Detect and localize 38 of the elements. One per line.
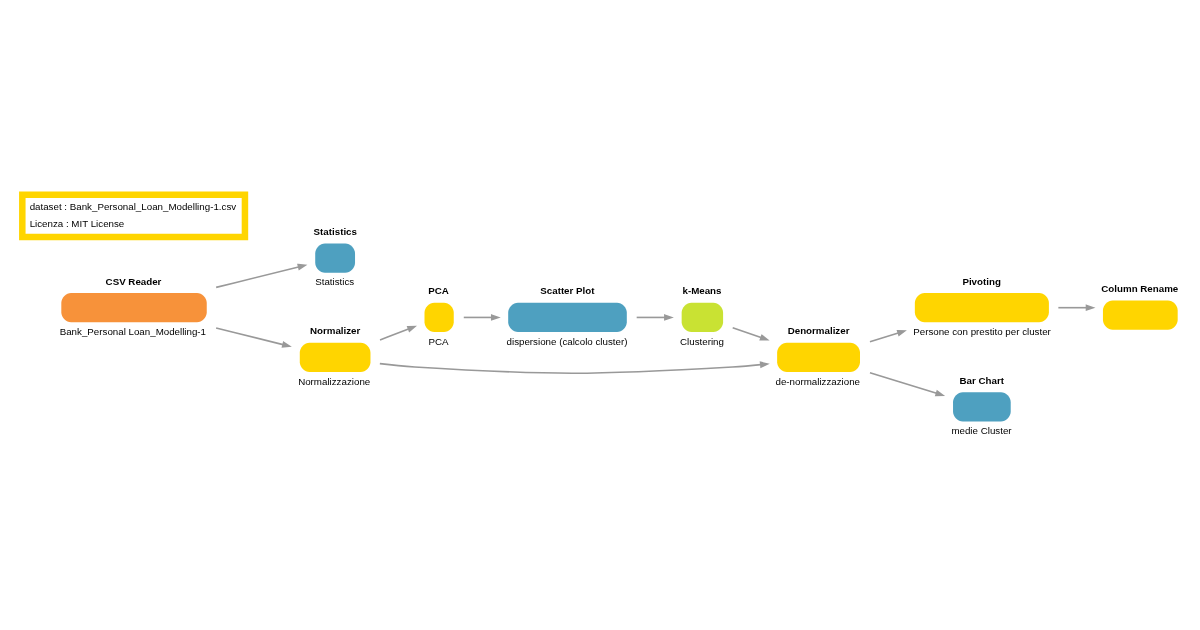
node-box-text (299, 342, 371, 372)
node-box-text (508, 302, 627, 333)
arrow (379, 325, 417, 341)
node-label: Normalizzazione (298, 375, 371, 387)
node-label: Statistics (315, 276, 355, 288)
arrow (215, 327, 292, 348)
node-label: Column Rename (1101, 282, 1179, 294)
node-label: Pivoting (962, 275, 1001, 287)
node-box-text (953, 392, 1011, 422)
node-label: k-Means (682, 285, 722, 297)
node-label: dispersione (calcolo cluster) (506, 335, 628, 347)
node-label: PCA (428, 335, 449, 347)
node-label: medie Cluster (951, 425, 1012, 437)
node-label: Statistics (313, 226, 357, 238)
node-label: Normalizer (309, 325, 361, 337)
arrow (1057, 304, 1096, 312)
node-label: CSV Reader (105, 275, 162, 287)
arrow (462, 314, 501, 321)
arrow (379, 361, 770, 375)
node-box-text (777, 342, 860, 372)
arrow (635, 314, 674, 321)
node-box-text (61, 293, 207, 323)
node-label: de-normalizzazione (775, 375, 861, 387)
node-box-text (315, 243, 356, 273)
arrow (731, 327, 770, 341)
node-box-text (914, 293, 1049, 323)
node-label: Clustering (680, 335, 724, 347)
arrow (869, 329, 907, 343)
node-label: Persone con prestito per cluster (913, 325, 1051, 337)
node-label: PCA (428, 285, 449, 297)
node-label: Bank_Personal Loan_Modelling-1 (59, 325, 207, 337)
node-label: Denormalizer (787, 325, 850, 337)
node-box (1102, 300, 1178, 330)
arrow (215, 263, 308, 289)
node-label: Bar Chart (959, 374, 1004, 386)
node-box-text (681, 302, 724, 333)
node-label: Scatter Plot (540, 285, 595, 297)
arrow (869, 371, 946, 397)
